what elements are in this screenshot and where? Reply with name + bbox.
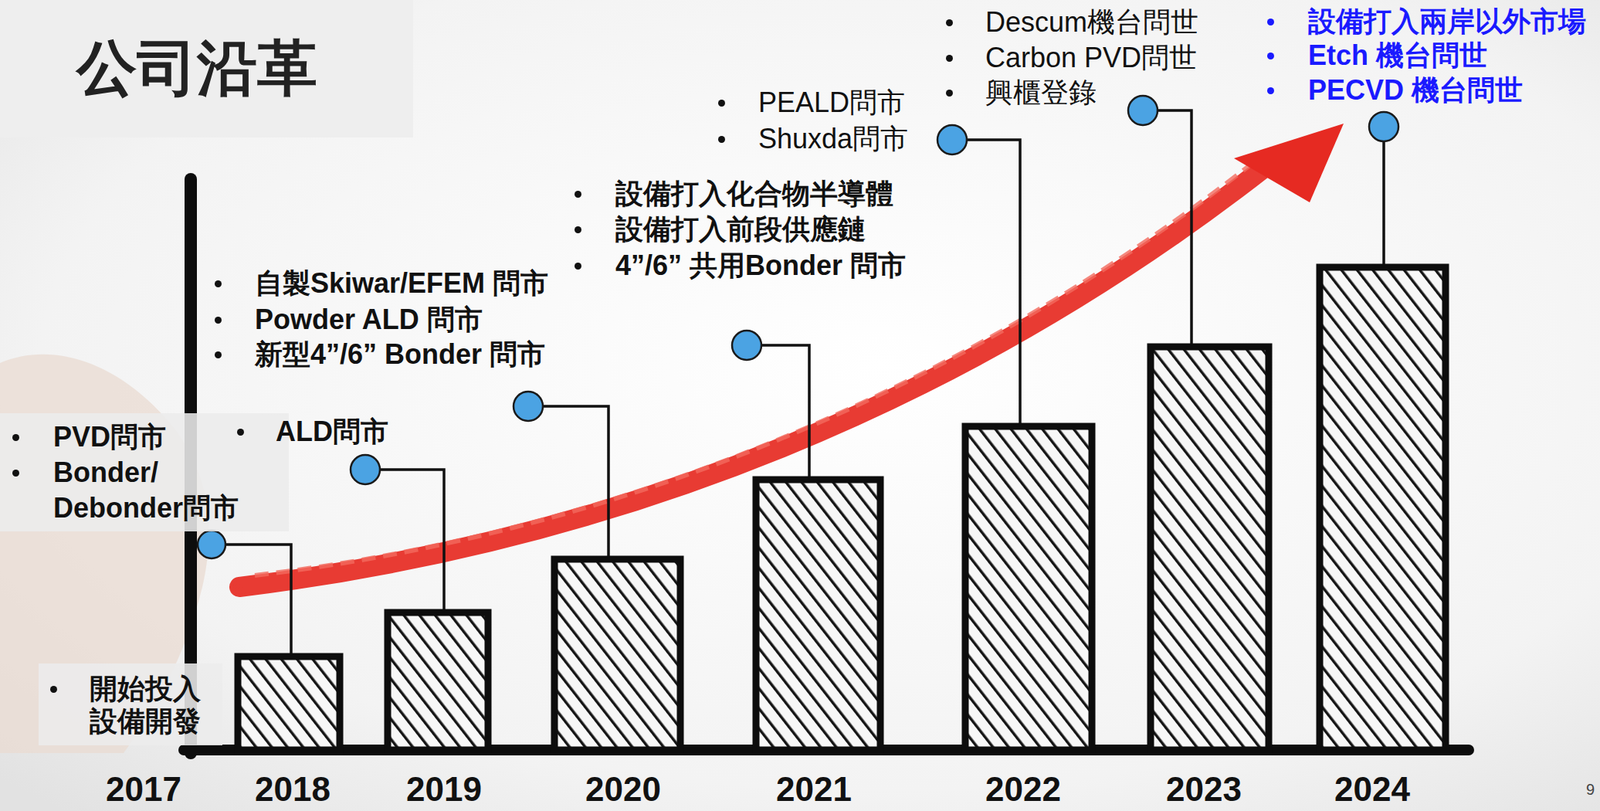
leader-line [528,406,609,556]
milestone-dot [513,391,543,421]
leader-line [1142,110,1192,344]
milestone-text: 設備打入兩岸以外市場 [1308,3,1587,40]
milestone-text: 設備打入化合物半導體 [615,176,894,212]
milestone-text: Carbon PVD問世 [985,40,1197,76]
bullet-dot [574,226,582,234]
bar [554,559,681,750]
milestone-text: 4”/6” 共用Bonder 問市 [615,247,906,284]
bullet-dot [718,99,726,107]
bar [1319,267,1446,750]
bars [237,267,1446,750]
leader-line [746,345,810,477]
bullet-dot [574,262,582,270]
bullet-dot [214,351,222,359]
title-panel [0,0,414,138]
milestone-text: PVD問市 [53,419,167,455]
milestone-text: 設備打入前段供應鏈 [615,211,866,248]
year-label: 2019 [359,771,529,807]
milestone-dot [350,454,380,485]
milestone-text: 新型4”/6” Bonder 問市 [254,336,546,373]
milestone-dot [1128,95,1158,126]
slide-title: 公司沿革 [76,30,318,106]
bullet-dot [1267,52,1275,60]
leader-lines [211,110,1384,654]
milestone-dot [937,125,967,155]
bullet-dot [945,54,953,62]
bullet-dot [945,19,953,27]
bar [1150,346,1269,750]
bullet-dot [50,685,58,693]
bullet-dot [237,428,245,436]
bullet-dot [718,135,726,143]
milestone-dot [732,330,762,360]
bullet-dot [12,469,20,477]
bullet-dot [12,433,20,441]
year-label: 2017 [58,771,229,807]
bullet-dot [1267,18,1275,26]
year-label: 2020 [538,771,709,807]
milestone-text: Powder ALD 問市 [254,301,483,338]
leader-line [952,139,1021,424]
bullet-dot [214,280,222,288]
milestone-text: Bonder/ Debonder問市 [53,454,255,526]
leader-line [365,469,445,610]
milestone-text: Etch 機台問世 [1308,37,1488,74]
milestone-text: PECVD 機台問世 [1308,72,1523,109]
milestone-dots [197,95,1399,559]
bullet-dot [574,190,582,198]
milestone-text: 興櫃登錄 [985,74,1097,111]
bar [387,612,489,750]
year-label: 2023 [1118,771,1289,807]
milestone-text: Descum機台問世 [985,4,1199,41]
growth-arrowhead [1233,123,1344,203]
page-number: 9 [1586,779,1595,799]
milestone-text: PEALD問市 [758,84,906,121]
milestone-text: Shuxda問市 [758,121,909,157]
milestone-dot [197,530,226,559]
leader-line [1382,126,1386,265]
bar [755,479,881,750]
bullet-dot [1267,87,1275,95]
milestone-text: 自製Skiwar/EFEM 問市 [254,265,549,302]
leader-line [211,544,292,654]
milestone-dot [1369,111,1399,142]
bar [965,426,1092,750]
year-label: 2021 [728,771,899,807]
year-label: 2022 [938,771,1109,807]
bar [237,656,340,750]
year-label: 2024 [1287,771,1458,807]
milestone-text: 開始投入 設備開發 [89,672,206,738]
bullet-dot [945,89,953,97]
year-label: 2018 [207,771,378,807]
milestone-text: ALD問市 [275,413,389,450]
bullet-dot [214,316,222,324]
